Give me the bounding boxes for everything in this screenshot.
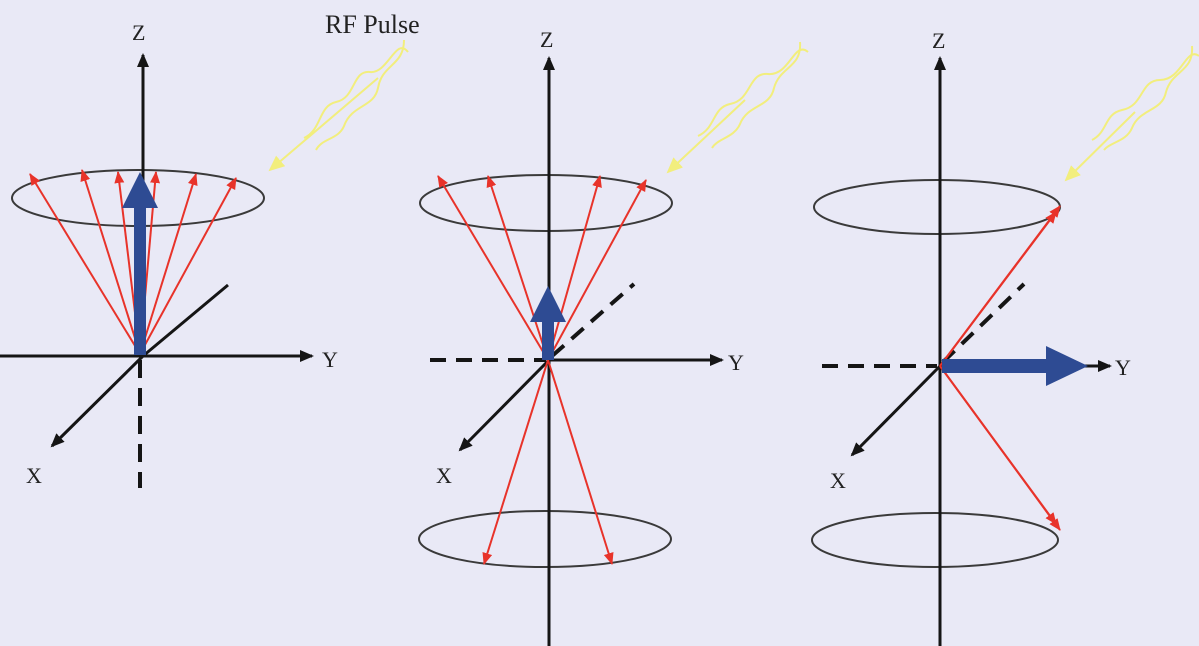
x-axis-label: X — [436, 463, 452, 488]
y-axis-label: Y — [322, 347, 338, 372]
z-axis-label: Z — [132, 20, 145, 45]
rf-pulse-title: RF Pulse — [325, 10, 420, 39]
z-axis-label: Z — [932, 28, 945, 53]
x-axis-label: X — [830, 468, 846, 493]
x-axis-label: X — [26, 463, 42, 488]
y-axis-label: Y — [1115, 355, 1131, 380]
y-axis-label: Y — [728, 350, 744, 375]
z-axis-label: Z — [540, 27, 553, 52]
